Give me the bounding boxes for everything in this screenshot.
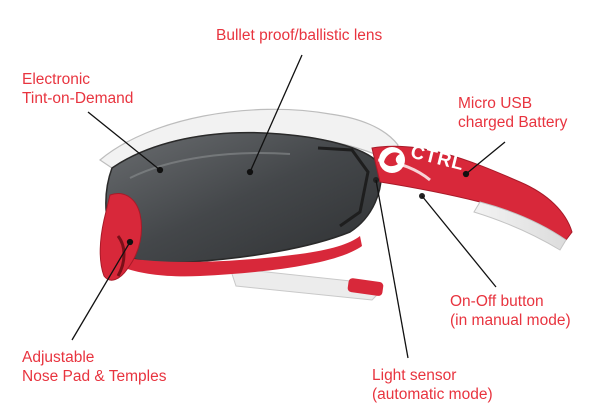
lens-highlight	[129, 152, 291, 179]
leader-lines	[71, 54, 506, 359]
label-battery-line1: Micro USB	[458, 95, 533, 112]
label-ballistic-lens: Bullet proof/ballistic lens	[216, 26, 382, 45]
label-micro-usb-battery: Micro USB charged Battery	[458, 94, 567, 132]
leader-tint	[87, 111, 161, 171]
far-temple-arm	[229, 267, 384, 301]
leader-lens	[249, 54, 303, 173]
label-sensor-line2: (automatic mode)	[372, 386, 493, 403]
inner-frame-accent	[317, 146, 370, 228]
label-nose-line1: Adjustable	[22, 349, 95, 366]
bottom-rim	[116, 236, 362, 277]
label-nose-pad-temples: Adjustable Nose Pad & Temples	[22, 348, 166, 386]
label-battery-line2: charged Battery	[458, 114, 568, 131]
label-button-line2: (in manual mode)	[450, 312, 571, 329]
bird-icon	[384, 152, 400, 167]
label-sensor-line1: Light sensor	[372, 367, 457, 384]
nose-pad	[99, 193, 142, 281]
label-on-off-button: On-Off button (in manual mode)	[450, 292, 571, 330]
label-light-sensor: Light sensor (automatic mode)	[372, 366, 493, 404]
lens	[105, 131, 382, 264]
leader-button	[421, 195, 497, 288]
far-temple-tip	[347, 278, 384, 296]
near-temple-arm	[371, 145, 573, 251]
label-tint-line2: Tint-on-Demand	[22, 90, 134, 107]
label-nose-line2: Nose Pad & Temples	[22, 368, 167, 385]
label-button-line1: On-Off button	[450, 293, 544, 310]
nose-pad-inner	[116, 235, 126, 277]
leader-nose	[71, 241, 131, 341]
label-ballistic-lens-line1: Bullet proof/ballistic lens	[216, 27, 383, 44]
leader-battery	[465, 141, 506, 175]
label-tint-line1: Electronic	[22, 71, 91, 88]
leader-sensor	[375, 179, 409, 359]
label-tint-on-demand: Electronic Tint-on-Demand	[22, 70, 133, 108]
